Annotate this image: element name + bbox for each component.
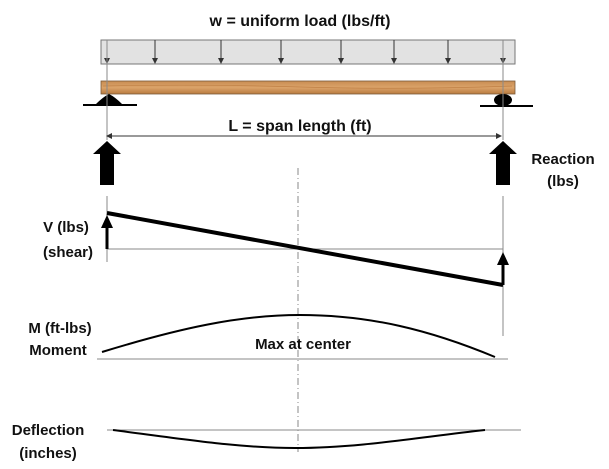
load-title: w = uniform load (lbs/ft): [209, 13, 391, 30]
deflection-diagram: [107, 429, 521, 450]
deflection-label-line2: (inches): [19, 445, 77, 462]
span-label: L = span length (ft): [228, 118, 371, 135]
moment-diagram: [97, 313, 508, 360]
uniform-load: [100, 39, 516, 65]
moment-label-line1: M (ft-lbs): [28, 320, 91, 337]
roller-support: [480, 94, 533, 107]
right-reaction-arrow: [489, 141, 517, 185]
pin-support: [83, 94, 137, 106]
shear-label-line2: (shear): [43, 244, 93, 261]
reaction-label-line2: (lbs): [547, 173, 579, 190]
deflection-label-line1: Deflection: [12, 422, 85, 439]
left-reaction-arrow: [93, 141, 121, 185]
shear-diagram: [101, 211, 509, 287]
shear-label-line1: V (lbs): [43, 219, 89, 236]
moment-note: Max at center: [255, 336, 351, 353]
reaction-label-line1: Reaction: [531, 151, 594, 168]
moment-label-line2: Moment: [29, 342, 87, 359]
